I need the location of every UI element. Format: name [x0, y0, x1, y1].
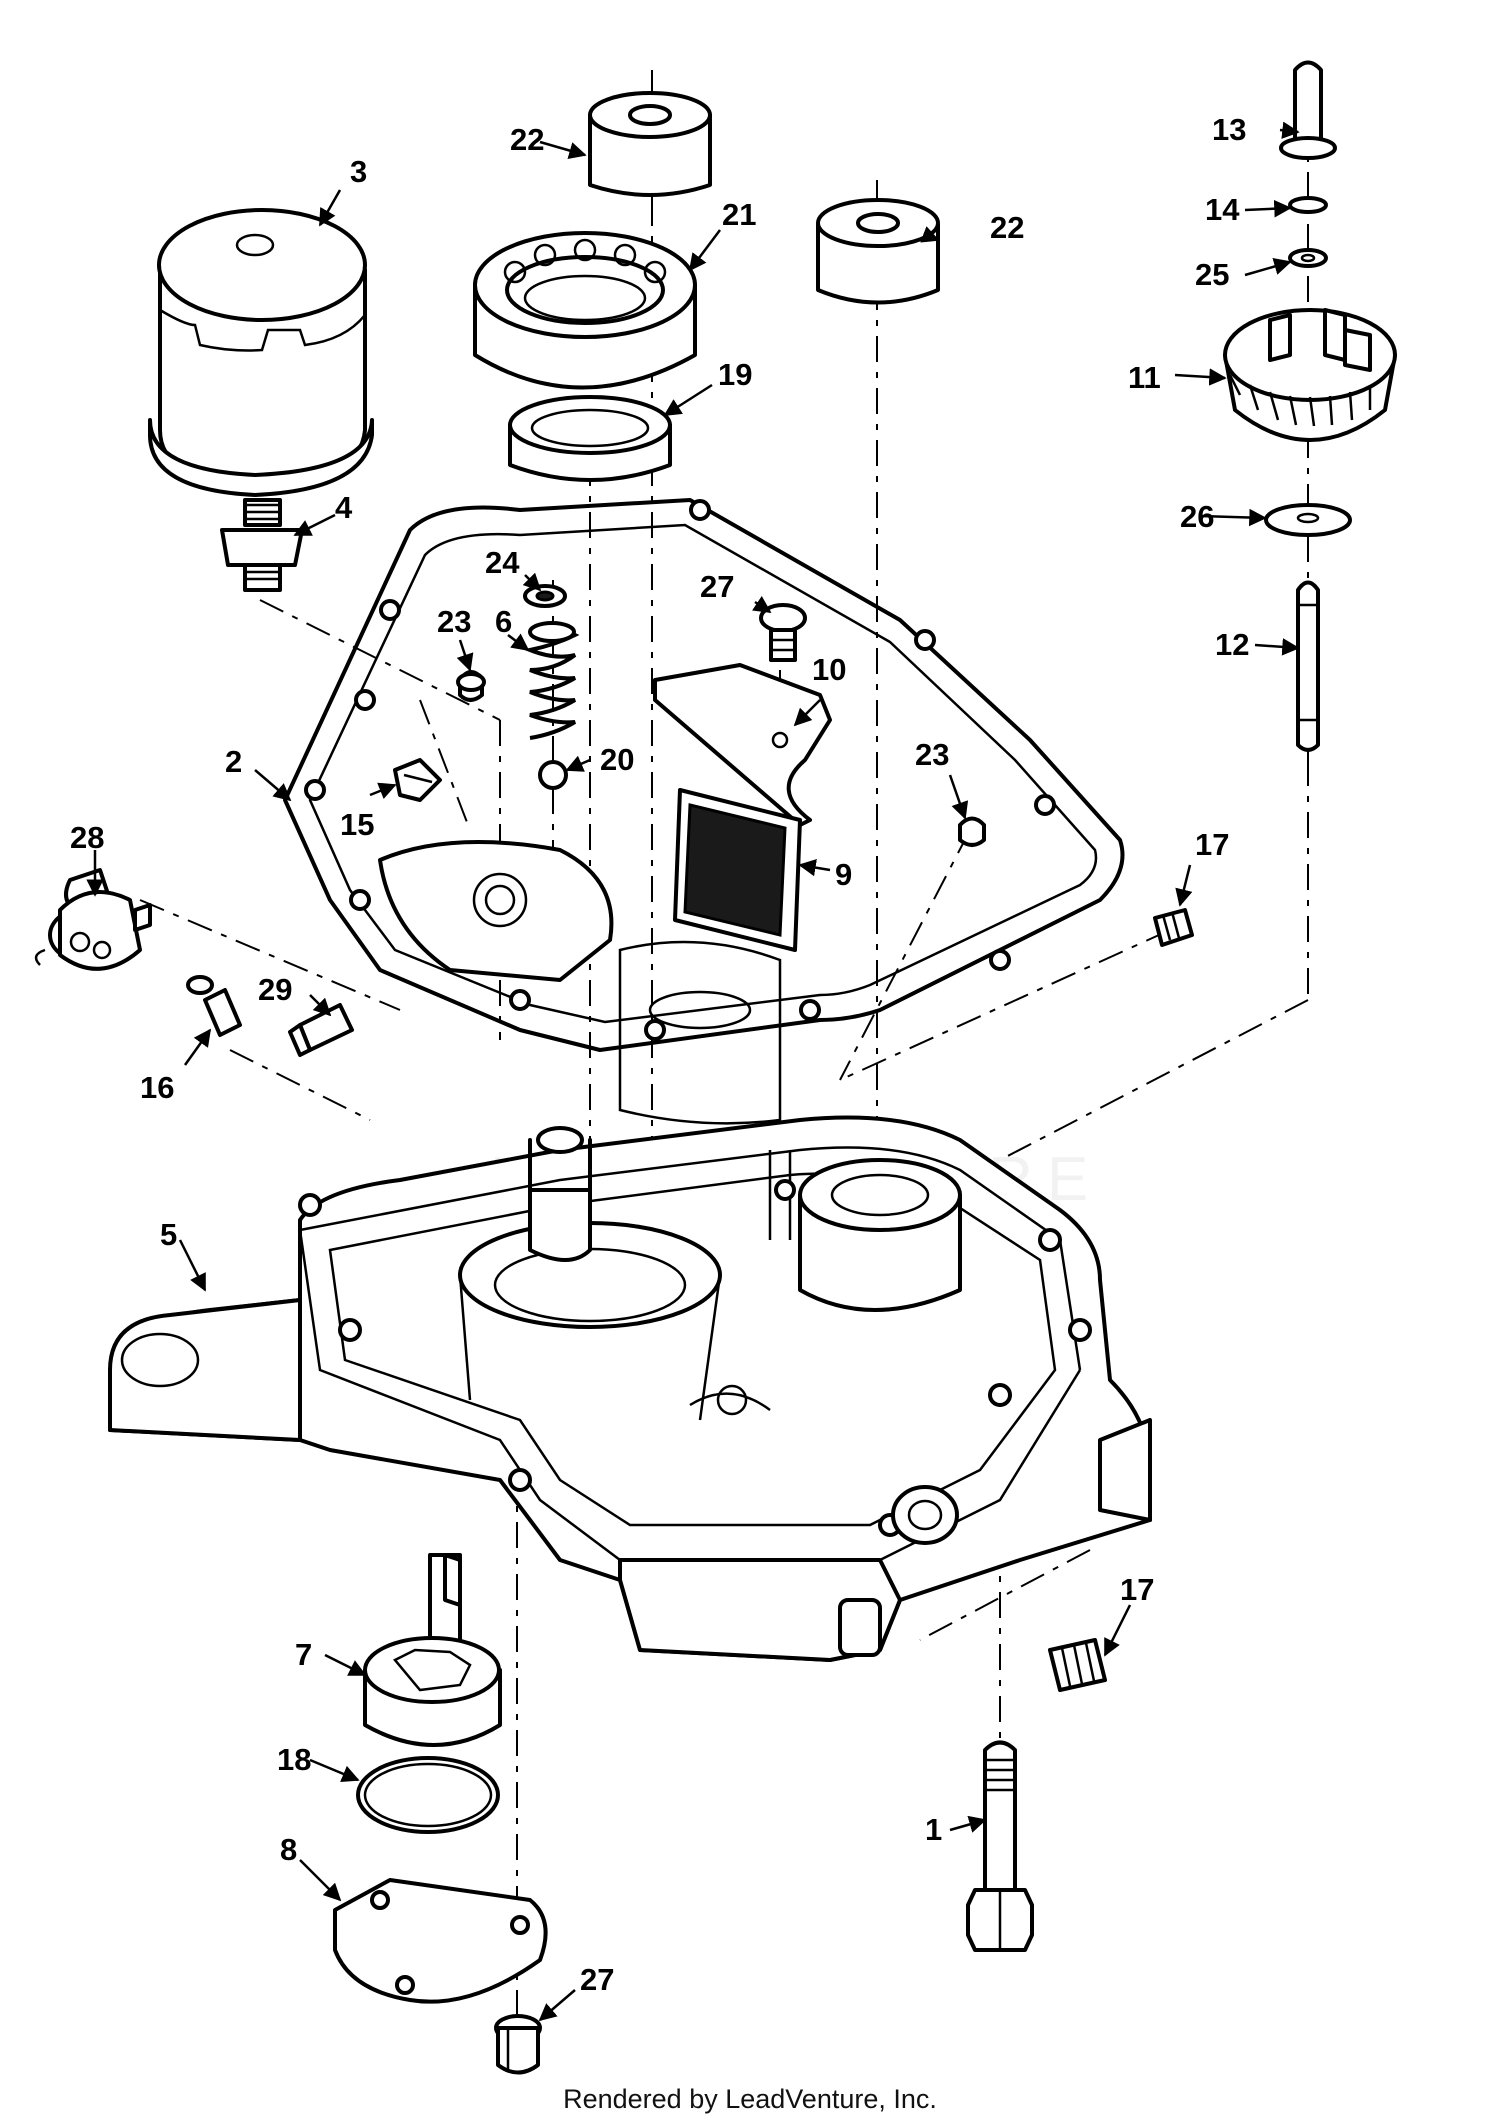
callout-5: 5 — [160, 1217, 177, 1252]
callout-8: 8 — [280, 1832, 297, 1867]
part-22-bushing-right — [816, 198, 940, 305]
part-13-governor-pin — [1279, 60, 1337, 160]
callout-14: 14 — [1205, 192, 1240, 227]
callout-13: 13 — [1212, 112, 1246, 147]
part-8-pump-cover — [333, 1878, 548, 2004]
part-22-bushing-top — [588, 91, 712, 197]
part-16-plug — [186, 975, 242, 1037]
part-21-ball-bearing — [473, 231, 697, 390]
callout-11: 11 — [1128, 360, 1161, 395]
part-20-o-ring — [538, 760, 568, 790]
callout-19: 19 — [718, 357, 752, 392]
part-27-screw-top — [759, 603, 807, 662]
callout-25: 25 — [1195, 257, 1229, 292]
part-5-oil-sump-base — [108, 1115, 1152, 1662]
part-25-washer — [1288, 248, 1328, 268]
callout-23-left: 23 — [437, 604, 471, 639]
part-29-fitting — [288, 1003, 354, 1057]
callout-7: 7 — [295, 1637, 312, 1672]
callout-17-right: 17 — [1195, 827, 1229, 862]
callout-2: 2 — [225, 744, 242, 779]
callout-20: 20 — [600, 742, 634, 777]
part-3-oil-filter — [148, 208, 374, 497]
callout-17-lower: 17 — [1120, 1572, 1154, 1607]
part-4-filter-adapter — [220, 498, 304, 592]
callout-leaders — [86, 121, 1300, 2022]
part-2-gasket — [283, 498, 1125, 1052]
part-24-washer — [523, 584, 567, 608]
part-11-governor-gear — [1223, 308, 1397, 442]
part-19-oil-seal — [508, 395, 672, 482]
callout-15: 15 — [340, 807, 374, 842]
part-6-spring — [523, 621, 580, 740]
part-15-pipe-plug — [393, 758, 442, 802]
callout-labels: 3 4 22 22 21 19 13 14 25 11 26 12 24 6 2… — [70, 112, 1249, 1997]
part-18-o-ring — [356, 1756, 500, 1834]
part-26-thrust-washer — [1264, 503, 1352, 537]
callout-10: 10 — [812, 652, 846, 687]
callout-26: 26 — [1180, 499, 1214, 534]
callout-6: 6 — [495, 604, 512, 639]
callout-12: 12 — [1215, 627, 1249, 662]
callout-24: 24 — [485, 545, 520, 580]
part-17-set-screw-lower — [1048, 1638, 1107, 1692]
callout-27-top: 27 — [700, 569, 734, 604]
callout-22-right: 22 — [990, 210, 1024, 245]
part-28-oil-sensor — [34, 868, 152, 971]
part-10-baffle-plate — [653, 663, 832, 827]
callout-27-bottom: 27 — [580, 1962, 614, 1997]
callout-9: 9 — [835, 857, 852, 892]
part-7-oil-pump — [363, 1553, 502, 1747]
callout-1: 1 — [925, 1812, 942, 1847]
callout-29: 29 — [258, 972, 292, 1007]
callout-16: 16 — [140, 1070, 174, 1105]
callout-18: 18 — [277, 1742, 311, 1777]
part-14-retaining-ring — [1288, 196, 1328, 214]
callout-23-right: 23 — [915, 737, 949, 772]
part-23-plug-right — [958, 816, 986, 847]
part-17-set-screw-right — [1153, 908, 1194, 947]
callout-28: 28 — [70, 820, 104, 855]
callout-22-top: 22 — [510, 122, 544, 157]
callout-3: 3 — [350, 154, 367, 189]
callout-21: 21 — [722, 197, 756, 232]
part-12-governor-shaft — [1296, 580, 1320, 752]
callout-4: 4 — [335, 490, 353, 525]
part-27-screw-bottom — [494, 2014, 542, 2075]
part-1-bolt — [966, 1740, 1034, 1952]
part-9-screen — [673, 788, 802, 952]
crankcase-flange — [378, 840, 782, 1125]
footer-credit: Rendered by LeadVenture, Inc. — [563, 2084, 937, 2114]
part-23-plug-left — [456, 670, 486, 702]
